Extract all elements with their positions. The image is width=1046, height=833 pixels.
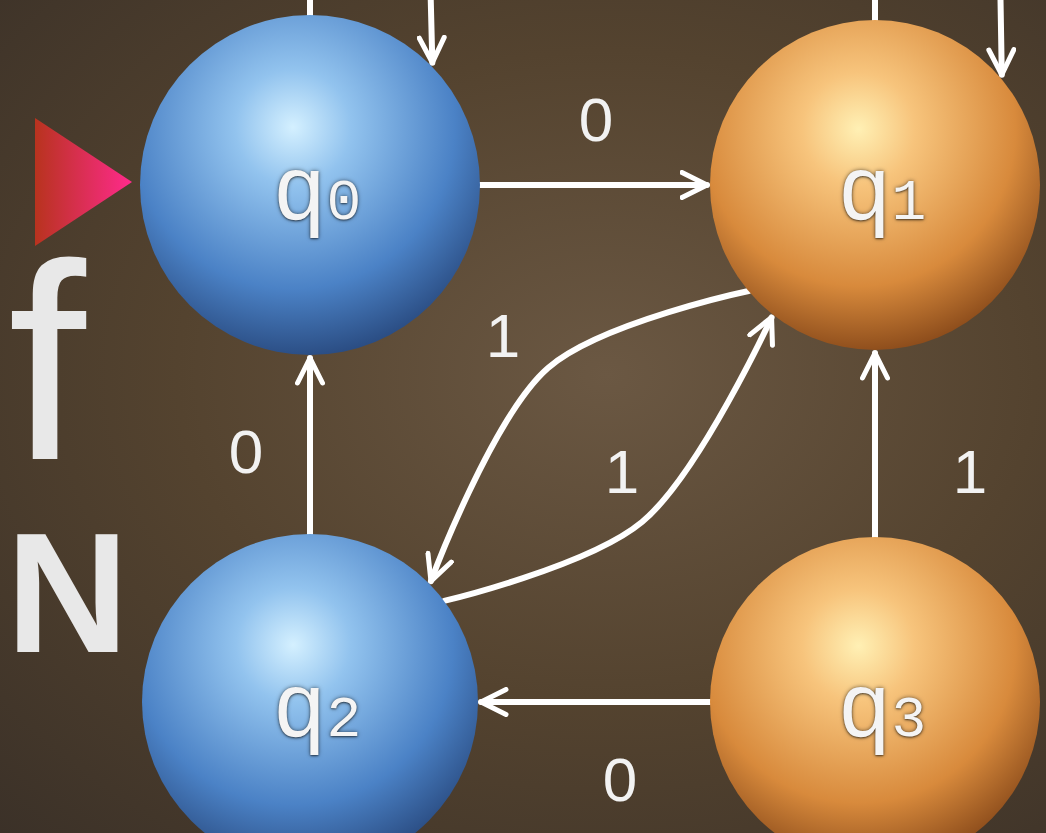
transition-symbol: 0 xyxy=(229,421,263,483)
state-name: q0 xyxy=(259,129,362,241)
state-circle: q1 xyxy=(710,20,1040,350)
transition-symbol: 1 xyxy=(486,305,520,367)
sphere-fill xyxy=(710,537,1040,833)
transition-symbol: 1 xyxy=(953,441,987,503)
state-circle: q2 xyxy=(142,534,478,833)
transition-arrow xyxy=(480,182,707,188)
state-name: q1 xyxy=(824,129,927,241)
sphere-fill xyxy=(140,15,480,355)
transition-arrow xyxy=(307,358,313,534)
title-fragment: N xyxy=(6,508,129,678)
transition-arrow xyxy=(431,291,749,581)
state-name: q3 xyxy=(824,646,927,758)
transition-symbol: 0 xyxy=(603,749,637,811)
title-fragment: f xyxy=(8,222,86,502)
transition-arrow xyxy=(481,699,710,705)
state-name: q2 xyxy=(259,646,362,758)
transition-arrow xyxy=(872,353,878,537)
transition-symbol: 1 xyxy=(605,441,639,503)
state-circle: q3 xyxy=(710,537,1040,833)
sphere-fill xyxy=(710,20,1040,350)
sphere-fill xyxy=(142,534,478,833)
transition-symbol: 0 xyxy=(579,89,613,151)
state-circle: q0 xyxy=(140,15,480,355)
